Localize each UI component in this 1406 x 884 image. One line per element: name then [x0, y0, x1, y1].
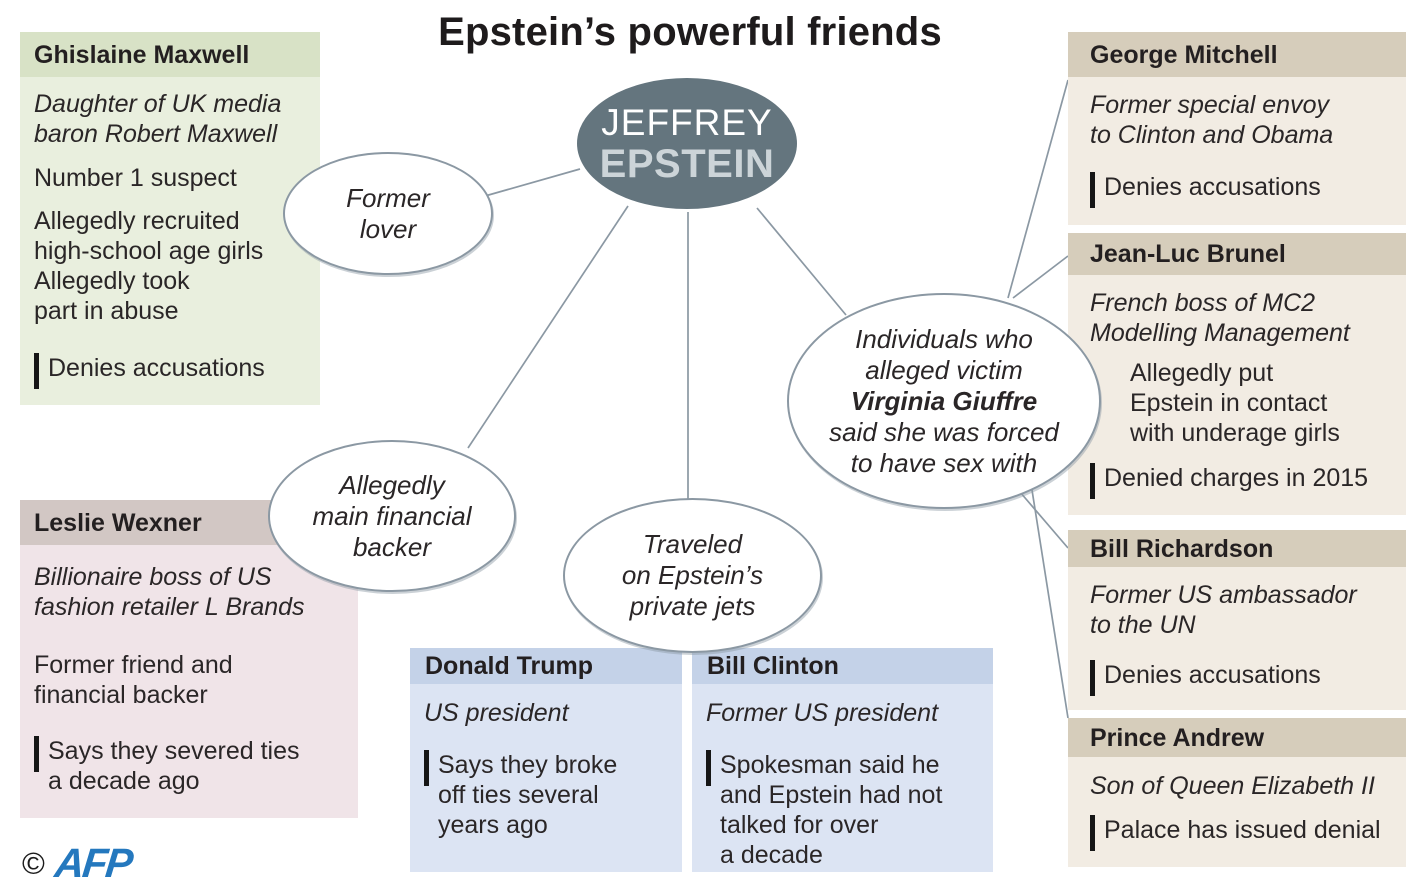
denial-text: Palace has issued denial	[1104, 816, 1381, 844]
afp-credit: © AFP	[22, 840, 134, 884]
denial-statement: Denies accusations	[34, 353, 310, 389]
person-description: Son of Queen Elizabeth II	[1090, 772, 1375, 800]
denial-statement: Says they broke off ties several years a…	[424, 750, 672, 840]
person-description: Former special envoy to Clinton and Obam…	[1090, 91, 1334, 149]
emphasis-bar	[1090, 660, 1095, 696]
financial-backer-bubble: Allegedly main financial backer	[268, 440, 516, 592]
central-first-name: JEFFREY	[601, 101, 773, 143]
denial-statement: Denies accusations	[1090, 172, 1396, 208]
central-node-epstein: JEFFREY EPSTEIN	[577, 78, 797, 209]
bubble-label: Traveled on Epstein’s private jets	[621, 529, 764, 621]
bubble-label: Individuals who alleged victim Virginia …	[829, 324, 1059, 479]
person-card-richardson: Bill Richardson Former US ambassador to …	[1068, 530, 1406, 710]
person-card-andrew: Prince Andrew Son of Queen Elizabeth II …	[1068, 718, 1406, 867]
denial-text: Denies accusations	[1104, 173, 1321, 201]
individuals-bubble: Individuals who alleged victim Virginia …	[787, 293, 1101, 509]
person-name: Jean-Luc Brunel	[1068, 233, 1406, 275]
person-card-maxwell: Ghislaine Maxwell Daughter of UK media b…	[20, 32, 320, 405]
bubble-label: Former lover	[346, 182, 430, 244]
bubble-label: Allegedly main financial backer	[312, 469, 472, 562]
emphasis-bar	[706, 750, 711, 786]
person-description: French boss of MC2 Modelling Management	[1090, 289, 1350, 347]
page-title: Epstein’s powerful friends	[438, 10, 942, 54]
denial-text: Denies accusations	[48, 354, 265, 382]
person-description: US president	[424, 699, 569, 727]
individuals-text-before: Individuals who alleged victim	[855, 323, 1033, 385]
person-fact: Former friend and financial backer	[34, 651, 233, 709]
person-name: Bill Richardson	[1068, 530, 1406, 567]
person-name: Donald Trump	[410, 648, 682, 684]
denial-statement: Denied charges in 2015	[1090, 463, 1396, 499]
person-description: Former US ambassador to the UN	[1090, 581, 1357, 639]
afp-logo: AFP	[52, 840, 134, 884]
person-description: Daughter of UK media baron Robert Maxwel…	[34, 90, 282, 148]
denial-statement: Denies accusations	[1090, 660, 1396, 696]
person-fact: Number 1 suspect	[34, 164, 237, 192]
person-fact: Allegedly recruited high-school age girl…	[34, 207, 264, 325]
person-name: Ghislaine Maxwell	[20, 32, 320, 77]
person-card-brunel: Jean-Luc Brunel French boss of MC2 Model…	[1068, 233, 1406, 515]
denial-statement: Says they severed ties a decade ago	[34, 736, 348, 796]
person-fact: Allegedly put Epstein in contact with un…	[1130, 359, 1340, 447]
denial-text: Denied charges in 2015	[1104, 464, 1369, 492]
copyright-symbol: ©	[22, 845, 45, 881]
emphasis-bar	[1090, 172, 1095, 208]
central-last-name: EPSTEIN	[599, 141, 775, 186]
emphasis-bar	[1090, 815, 1095, 851]
person-name: Prince Andrew	[1068, 718, 1406, 757]
emphasis-bar	[34, 736, 39, 772]
emphasis-bar	[424, 750, 429, 786]
emphasis-bar	[1090, 463, 1095, 499]
person-name: Bill Clinton	[692, 648, 993, 684]
private-jets-bubble: Traveled on Epstein’s private jets	[563, 498, 822, 653]
individuals-text-after: said she was forced to have sex with	[829, 416, 1059, 478]
denial-statement: Spokesman said he and Epstein had not ta…	[706, 750, 983, 870]
denial-text: Denies accusations	[1104, 661, 1321, 689]
person-card-trump: Donald Trump US president Says they brok…	[410, 648, 682, 872]
person-card-clinton: Bill Clinton Former US president Spokesm…	[692, 648, 993, 872]
person-name: George Mitchell	[1068, 32, 1406, 77]
victim-name: Virginia Giuffre	[850, 385, 1038, 416]
denial-text: Says they broke off ties several years a…	[438, 751, 618, 839]
denial-text: Spokesman said he and Epstein had not ta…	[720, 751, 943, 869]
denial-statement: Palace has issued denial	[1090, 815, 1396, 851]
person-description: Former US president	[706, 699, 939, 727]
person-card-mitchell: George Mitchell Former special envoy to …	[1068, 32, 1406, 225]
emphasis-bar	[34, 353, 39, 389]
former-lover-bubble: Former lover	[283, 152, 493, 275]
denial-text: Says they severed ties a decade ago	[48, 737, 300, 795]
person-description: Billionaire boss of US fashion retailer …	[34, 563, 305, 621]
